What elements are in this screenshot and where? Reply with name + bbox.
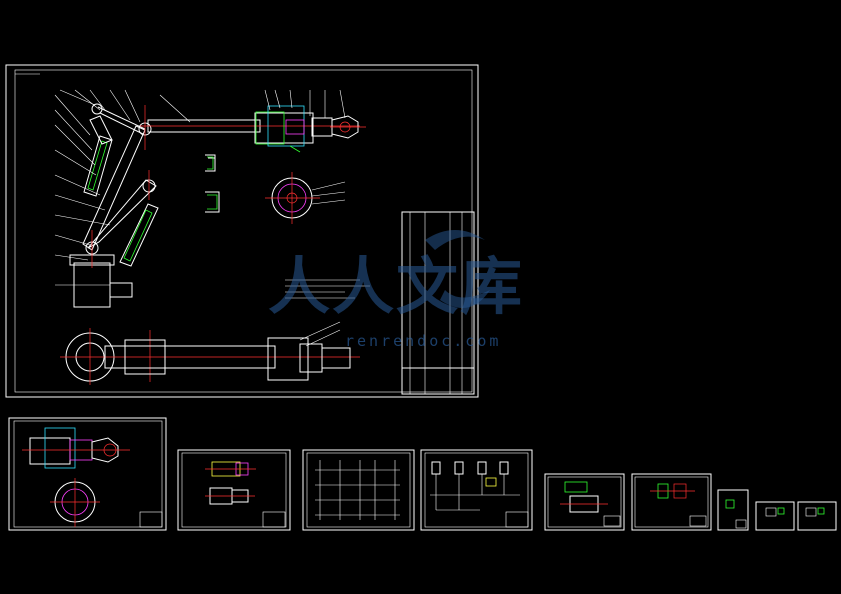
- sheet-part-drawing-6[interactable]: [797, 501, 837, 531]
- sheet-part-drawing-5[interactable]: [755, 501, 795, 531]
- watermark-logo-icon: [425, 230, 490, 308]
- robot-arm-side-view: [54, 89, 366, 308]
- sheet-main-assembly[interactable]: [5, 64, 479, 398]
- sheet-wrist-detail[interactable]: [8, 417, 167, 531]
- sheet-hydraulic-schematic[interactable]: [420, 449, 533, 531]
- watermark-text: 人人文库: [268, 250, 525, 323]
- sheet-part-drawing-1[interactable]: [177, 449, 291, 531]
- watermark-url: renrendoc.com: [345, 332, 502, 350]
- robot-arm-top-view: [60, 321, 360, 385]
- technical-notes: [285, 279, 370, 299]
- sheet-electrical-table[interactable]: [302, 449, 415, 531]
- section-details: [205, 154, 346, 224]
- sheet-part-drawing-2[interactable]: [544, 473, 625, 531]
- sheet-part-drawing-3[interactable]: [631, 473, 712, 531]
- sheet-part-drawing-4[interactable]: [717, 489, 749, 531]
